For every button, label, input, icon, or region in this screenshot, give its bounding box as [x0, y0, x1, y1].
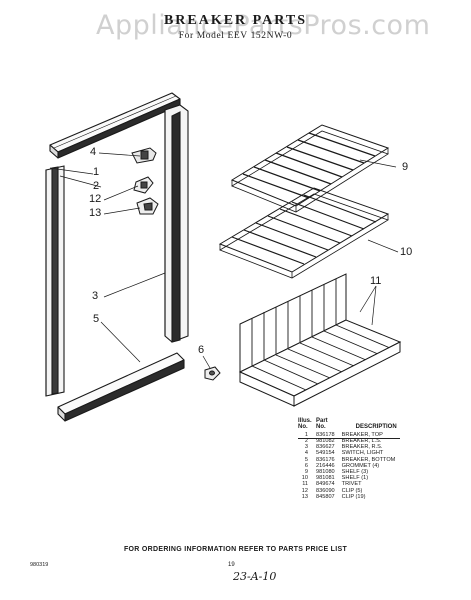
callout-9: 9 [402, 161, 409, 173]
light-switch [131, 147, 157, 164]
header-description: DESCRIPTION [355, 424, 397, 431]
breaker-left-side [45, 165, 65, 397]
model-subtitle: For Model EEV 152NW-0 [178, 31, 293, 41]
callout-6: 6 [198, 344, 205, 356]
clip-12 [133, 176, 154, 194]
breaker-bottom [57, 352, 185, 422]
handwritten-note: 23-A-10 [233, 570, 277, 583]
parts-header-divider [298, 438, 400, 439]
trivet [238, 273, 402, 407]
leader-lines [49, 152, 399, 369]
callout-11: 11 [370, 275, 382, 287]
callout-10: 10 [400, 246, 413, 258]
clip-13 [136, 197, 159, 215]
shelf-9 [230, 124, 390, 213]
grommet [204, 366, 221, 381]
page-title: BREAKER PARTS [163, 13, 308, 28]
callout-2: 2 [93, 180, 100, 192]
header-illus-no: Illus.No. [298, 418, 312, 431]
callout-3: 3 [92, 290, 99, 302]
ordering-info-footer: FOR ORDERING INFORMATION REFER TO PARTS … [123, 546, 348, 553]
breaker-right-side [164, 104, 189, 343]
document-code: 980319 [30, 562, 49, 568]
breaker-top [49, 92, 181, 159]
page-number: 19 [228, 562, 235, 568]
callout-4: 4 [90, 146, 97, 158]
callout-5: 5 [93, 313, 100, 325]
shelf-10 [218, 187, 390, 279]
callout-13: 13 [89, 207, 102, 219]
callout-1: 1 [93, 166, 100, 178]
watermark: AppliancePartsPros.com [96, 10, 431, 41]
callout-12: 12 [89, 193, 102, 205]
